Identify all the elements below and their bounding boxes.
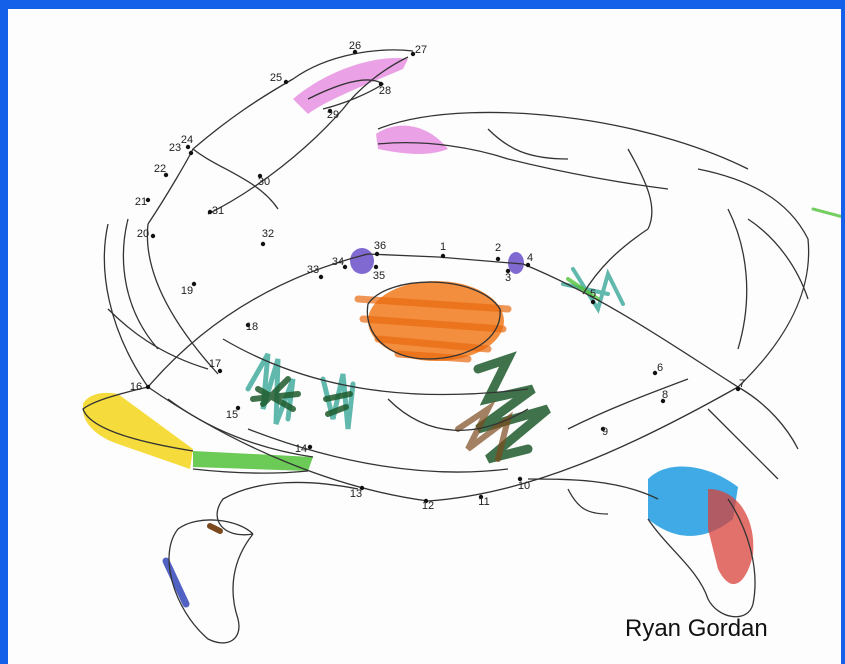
dot-label-24: 24 (181, 134, 193, 146)
dot-label-15: 15 (226, 409, 238, 421)
dot-14 (308, 445, 312, 449)
dot-20 (151, 234, 155, 238)
dot-label-4: 4 (527, 252, 533, 264)
dot-23 (189, 151, 193, 155)
dot-label-19: 19 (181, 285, 193, 297)
pink-claw-right (376, 126, 448, 154)
teal-scribble-a (248, 354, 293, 424)
dot-label-21: 21 (135, 196, 147, 208)
dot-label-18: 18 (246, 321, 258, 333)
dot-label-35: 35 (373, 270, 385, 282)
dot-33 (319, 275, 323, 279)
dot-label-2: 2 (495, 242, 501, 254)
dot-label-1: 1 (440, 241, 446, 253)
dot-1 (441, 254, 445, 258)
dot-5 (591, 300, 595, 304)
dot-2 (496, 257, 500, 261)
dot-label-25: 25 (270, 72, 282, 84)
dot-label-16: 16 (130, 381, 142, 393)
dot-label-36: 36 (374, 240, 386, 252)
dot-35 (374, 265, 378, 269)
dot-label-20: 20 (137, 228, 149, 240)
dot-label-13: 13 (350, 488, 362, 500)
dot-label-3: 3 (505, 272, 511, 284)
dot-label-22: 22 (154, 163, 166, 175)
crayon-marks (83, 58, 843, 604)
dot-label-10: 10 (518, 480, 530, 492)
dot-label-27: 27 (415, 44, 427, 56)
dot-label-29: 29 (327, 109, 339, 121)
dot-label-9: 9 (602, 426, 608, 438)
purple-eye-left (350, 248, 374, 274)
dot-label-34: 34 (332, 256, 344, 268)
green-mark-edge (813, 209, 843, 217)
dot-label-5: 5 (590, 288, 596, 300)
dot-label-33: 33 (307, 264, 319, 276)
dot-36 (375, 252, 379, 256)
brown-dot (210, 526, 220, 531)
dot-label-17: 17 (209, 358, 221, 370)
dot-16 (146, 385, 150, 389)
dot-label-8: 8 (662, 389, 668, 401)
dot-label-26: 26 (349, 40, 361, 52)
dot-32 (261, 242, 265, 246)
dot-label-32: 32 (262, 228, 274, 240)
dot-label-7: 7 (739, 378, 745, 390)
artist-signature: Ryan Gordan (625, 615, 768, 643)
dot-label-23: 23 (169, 142, 181, 154)
dot-label-14: 14 (295, 443, 307, 455)
dot-25 (284, 80, 288, 84)
yellow-claw (83, 393, 193, 469)
dot-label-30: 30 (258, 176, 270, 188)
dot-label-6: 6 (657, 362, 663, 374)
dot-label-31: 31 (212, 205, 224, 217)
dot-label-11: 11 (478, 496, 489, 508)
dot-label-12: 12 (422, 500, 434, 512)
dot-label-28: 28 (379, 85, 391, 97)
